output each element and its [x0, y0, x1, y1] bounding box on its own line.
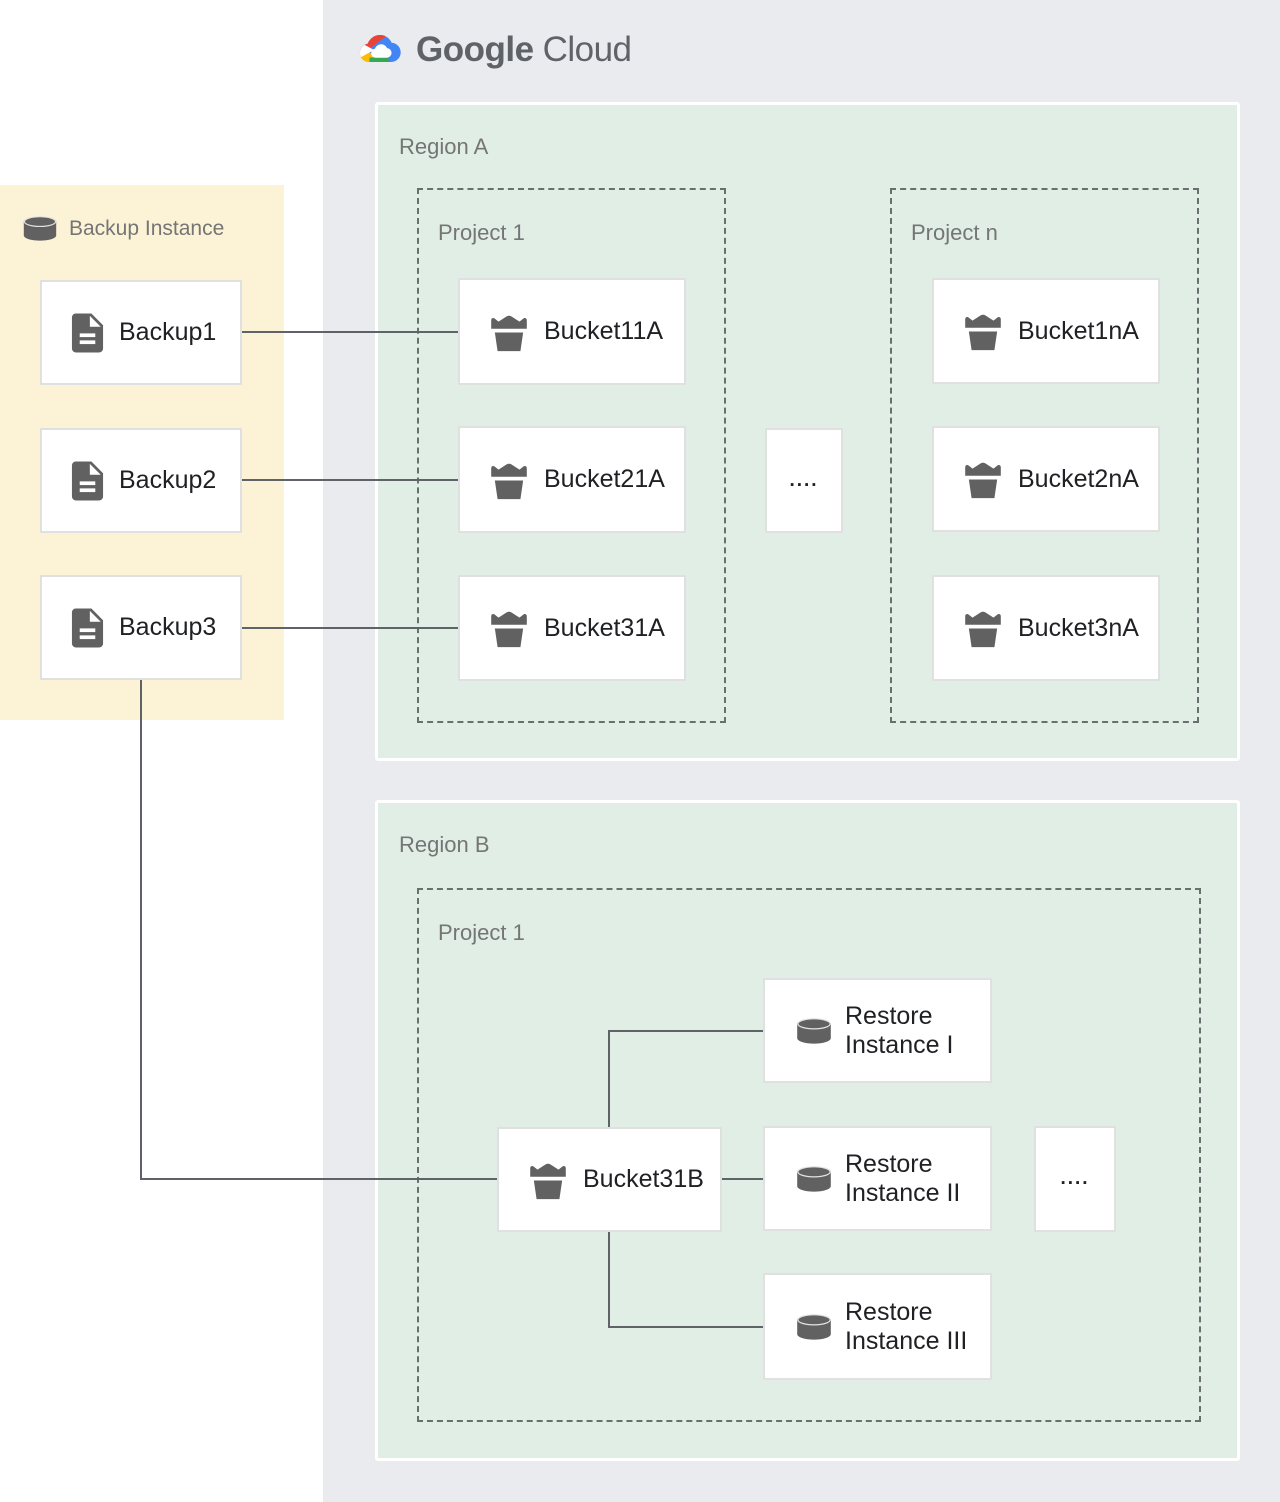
bucket2na-label: Bucket2nA [1018, 464, 1139, 493]
logo-word-google: Google [416, 30, 534, 69]
storage-bucket-icon [965, 611, 1001, 648]
storage-bucket-icon [530, 1163, 566, 1199]
region-a-project-1-label: Project 1 [438, 220, 525, 245]
bucket3na-node: Bucket3nA [932, 575, 1160, 681]
region-a-ellipsis-node: .... [765, 428, 843, 533]
ellipsis-dots: .... [1060, 1168, 1090, 1189]
region-b-project-1-label: Project 1 [438, 920, 525, 945]
region-a-project-n-label: Project n [911, 220, 998, 245]
ellipsis-dots: .... [789, 469, 819, 491]
file-icon [71, 313, 104, 352]
database-icon [796, 1165, 832, 1192]
region-a-project-1-box: Project 1 [417, 188, 726, 723]
storage-bucket-icon [491, 463, 527, 499]
bucket1na-label: Bucket1nA [1018, 316, 1139, 345]
storage-bucket-icon [491, 315, 527, 351]
file-icon [71, 461, 104, 500]
bucket21a-node: Bucket21A [458, 426, 686, 533]
backup-instance-title: Backup Instance [69, 216, 225, 240]
restore-instance-1-label: Restore Instance I [845, 1001, 954, 1059]
bucket2na-node: Bucket2nA [932, 426, 1160, 532]
bucket31b-node: Bucket31B [497, 1127, 722, 1232]
bucket11a-node: Bucket11A [458, 278, 686, 385]
backup2-node: Backup2 [40, 428, 242, 533]
storage-bucket-icon [491, 611, 527, 648]
backup2-label: Backup2 [119, 466, 217, 494]
restore-instance-1-node: Restore Instance I [763, 978, 992, 1083]
backup3-label: Backup3 [119, 613, 217, 641]
bucket31b-label: Bucket31B [583, 1165, 704, 1193]
storage-bucket-icon [965, 462, 1001, 499]
logo-word-cloud: Cloud [542, 30, 632, 69]
file-icon [71, 608, 104, 647]
backup1-label: Backup1 [119, 318, 217, 346]
bucket1na-node: Bucket1nA [932, 278, 1160, 384]
restore-instance-2-node: Restore Instance II [763, 1126, 992, 1231]
google-cloud-icon [359, 35, 401, 62]
database-icon [796, 1313, 832, 1340]
bucket3na-label: Bucket3nA [1018, 613, 1139, 642]
bucket21a-label: Bucket21A [544, 465, 665, 493]
database-icon [796, 1017, 832, 1044]
region-b-label: Region B [399, 832, 490, 857]
backup3-node: Backup3 [40, 575, 242, 680]
bucket31a-node: Bucket31A [458, 575, 686, 681]
storage-bucket-icon [965, 314, 1001, 351]
restore-instance-2-label: Restore Instance II [845, 1149, 961, 1207]
region-a-project-n-box: Project n [890, 188, 1199, 723]
backup1-node: Backup1 [40, 280, 242, 385]
region-a-label: Region A [399, 134, 489, 159]
region-b-ellipsis-node: .... [1034, 1126, 1116, 1232]
database-icon [23, 215, 57, 242]
bucket31a-label: Bucket31A [544, 613, 665, 642]
restore-instance-3-label: Restore Instance III [845, 1297, 968, 1355]
restore-instance-3-node: Restore Instance III [763, 1273, 992, 1380]
backup-instance-legend: Backup Instance [22, 215, 224, 242]
bucket11a-label: Bucket11A [544, 317, 664, 345]
